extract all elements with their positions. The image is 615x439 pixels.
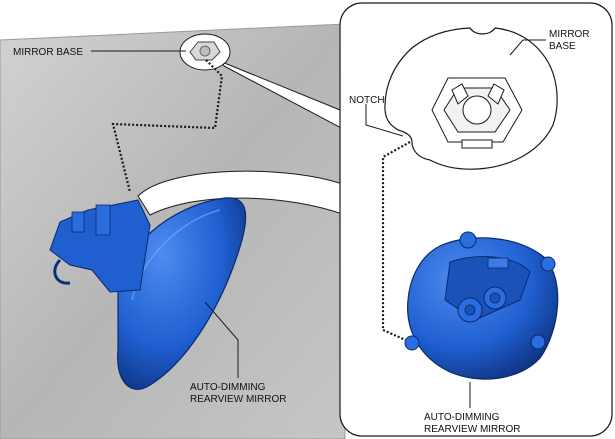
mirror-base-small [179,33,231,71]
label-notch: NOTCH [349,95,385,106]
label-auto-dimming-left-line2: REARVIEW MIRROR [190,394,287,405]
mirror-head-detail [404,231,559,380]
label-auto-dimming-left-line1: AUTO-DIMMING [190,382,266,393]
label-auto-dimming-right-line1: AUTO-DIMMING [424,412,500,423]
mirror-base-detail [384,27,558,170]
leader-lines [91,39,546,408]
mirror-assembly-left [49,197,247,390]
notch-to-mirror-dotted-line [381,141,411,344]
base-to-mirror-dotted-line [111,59,224,193]
label-mirror-base-left: MIRROR BASE [13,47,83,58]
label-mirror-base-right-line1: MIRROR [549,29,590,40]
label-mirror-base-right-line2: BASE [549,41,576,52]
label-auto-dimming-right-line2: REARVIEW MIRROR [424,424,521,435]
